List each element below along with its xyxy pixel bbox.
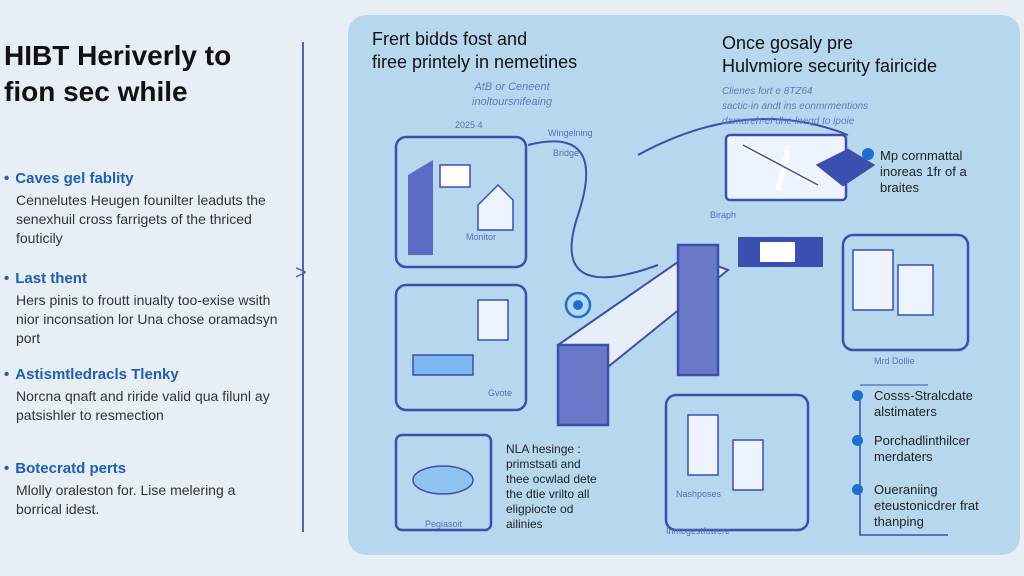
label-nashposes: Nashposes [676, 489, 722, 499]
conveyor-base [556, 343, 610, 427]
devices-box [394, 433, 493, 532]
rack-box [841, 233, 970, 352]
label-monitor: Monitor [466, 232, 497, 242]
divider [302, 42, 304, 532]
chevron-right-icon: > [295, 262, 307, 284]
building-box [394, 135, 528, 269]
monitor-box [664, 393, 810, 532]
building-icon [408, 160, 433, 255]
server-box [394, 283, 528, 412]
label-bottom: Inmogestfuwere [666, 526, 731, 536]
arrow-icon [815, 148, 876, 187]
label-bridge: Bridge [553, 148, 580, 158]
step-2: Porchadlinthilcer merdaters [852, 433, 1012, 465]
callout-text: Mp cornmattal inoreas 1fr of a braites [880, 148, 967, 195]
step-1: Cosss-Stralcdate alstimaters [852, 388, 1012, 420]
label-graph: Biraph [710, 210, 737, 220]
step-3: Oueraniing eteustonicdrer frat thanping [852, 482, 1012, 530]
middle-text: NLA hesinge : primstsati and thee ocwlad… [506, 442, 597, 531]
conveyor-tower [676, 243, 720, 377]
label-gvote: Gvote [488, 388, 513, 398]
label-mrd: Mrd Dollie [874, 356, 915, 366]
illustration [394, 118, 970, 536]
label-widget: Wingelning [548, 128, 593, 138]
info-icon [862, 148, 874, 160]
label-pegiasoit: Pegiasoit [425, 519, 463, 529]
label-year: 2025 4 [455, 120, 483, 130]
